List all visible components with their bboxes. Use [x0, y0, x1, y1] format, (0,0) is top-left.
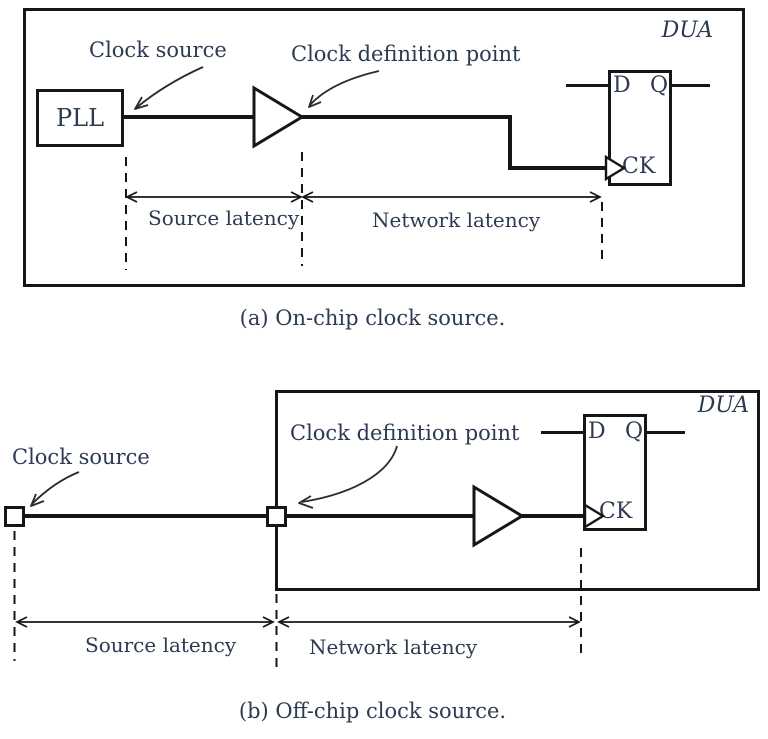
d-input-wire-a	[566, 84, 609, 87]
network-latency-label-b: Network latency	[309, 635, 478, 659]
dua-chip-boundary-b	[275, 390, 760, 591]
clock-wire-source-to-pin-b	[23, 514, 268, 518]
dua-label-b: DUA	[697, 393, 749, 418]
d-input-wire-b	[541, 431, 584, 434]
clock-wire-pin-to-buffer-b	[285, 514, 475, 518]
clock-definition-point-label-a: Clock definition point	[291, 42, 521, 66]
q-pin-label-b: Q	[625, 419, 644, 444]
clock-wire-pll-to-buffer-a	[121, 115, 254, 119]
caption-b: (b) Off-chip clock source.	[238, 699, 507, 723]
clock-definition-terminal-b	[266, 506, 287, 527]
clock-wire-vertical-a	[508, 115, 512, 170]
dua-label-a: DUA	[661, 18, 713, 43]
q-output-wire-b	[645, 431, 685, 434]
ck-pin-label-b: CK	[599, 499, 633, 524]
q-pin-label-a: Q	[650, 73, 669, 98]
source-latency-label-a: Source latency	[148, 206, 300, 230]
source-latency-right-arrowhead-b	[262, 616, 275, 628]
caption-a: (a) On-chip clock source.	[239, 306, 506, 330]
pll-box	[36, 89, 124, 147]
source-latency-left-arrowhead-b	[15, 616, 28, 628]
clock-source-label-a: Clock source	[89, 38, 227, 62]
d-pin-label-a: D	[613, 73, 631, 98]
d-pin-label-b: D	[588, 419, 606, 444]
clock-source-arrowhead-b	[30, 493, 45, 507]
network-latency-label-a: Network latency	[372, 208, 541, 232]
clock-source-label-b: Clock source	[12, 445, 150, 469]
pll-label: PLL	[55, 104, 105, 132]
clock-source-terminal-b	[4, 506, 25, 527]
clock-source-arrow-b	[31, 471, 80, 505]
q-output-wire-a	[671, 84, 710, 87]
clock-wire-to-ck-a	[508, 166, 608, 170]
dua-chip-boundary-a	[23, 8, 745, 287]
clock-wire-to-ck-b	[520, 514, 584, 518]
clock-definition-point-label-b: Clock definition point	[290, 421, 520, 445]
network-latency-left-arrowhead-b	[277, 616, 290, 628]
clock-wire-buffer-to-corner-a	[300, 115, 512, 119]
source-latency-label-b: Source latency	[85, 633, 237, 657]
network-latency-right-arrowhead-b	[568, 616, 581, 628]
ck-pin-label-a: CK	[622, 154, 656, 179]
